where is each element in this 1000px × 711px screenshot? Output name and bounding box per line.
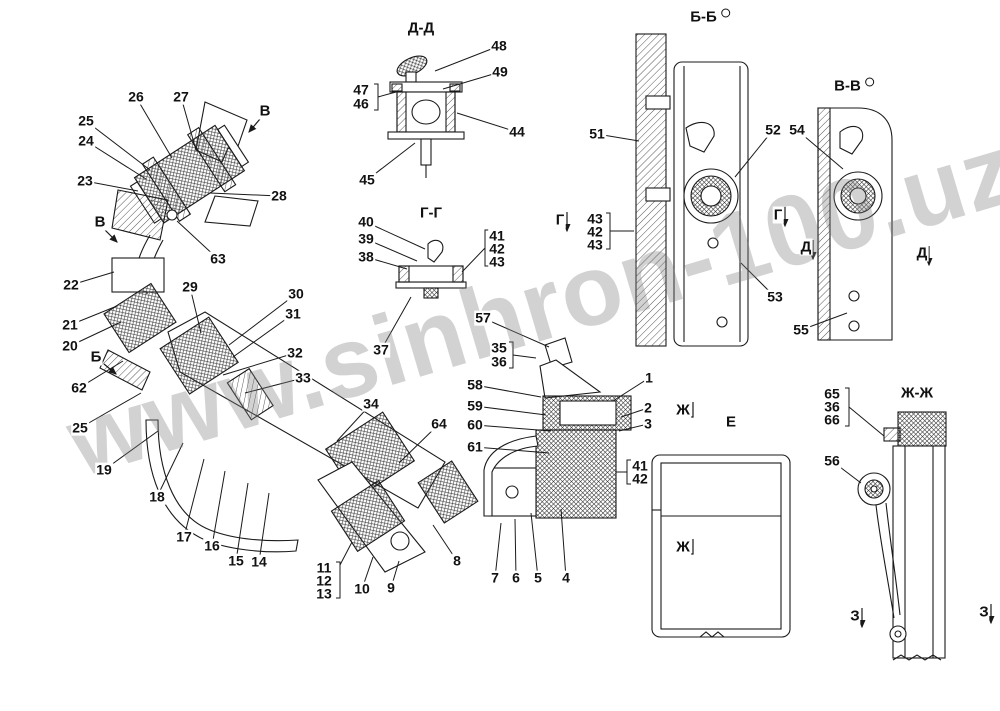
callout-51: 51 — [588, 125, 606, 142]
rotation-mark-icon — [720, 8, 730, 18]
callout-42: 42 — [631, 470, 649, 487]
callout-57: 57 — [474, 309, 492, 326]
view-label-З: З — [849, 607, 861, 625]
callout-48: 48 — [490, 37, 508, 54]
callout-20: 20 — [61, 337, 79, 354]
callout-56: 56 — [823, 452, 841, 469]
callout-25: 25 — [71, 419, 89, 436]
callout-66: 66 — [823, 411, 841, 428]
callout-33: 33 — [294, 369, 312, 386]
callout-46: 46 — [352, 95, 370, 112]
callout-39: 39 — [357, 230, 375, 247]
view-label-Д: Д — [915, 244, 929, 262]
callout-19: 19 — [95, 461, 113, 478]
callout-42: 42 — [488, 240, 506, 257]
callout-1: 1 — [644, 369, 654, 386]
view-label-Ж: Ж — [675, 538, 691, 556]
callout-17: 17 — [175, 528, 193, 545]
callout-43: 43 — [586, 236, 604, 253]
callout-16: 16 — [203, 537, 221, 554]
callout-54: 54 — [788, 121, 806, 138]
callout-38: 38 — [357, 248, 375, 265]
callout-36: 36 — [490, 353, 508, 370]
section-title-Г-Г: Г-Г — [417, 204, 445, 222]
callout-25: 25 — [77, 112, 95, 129]
callout-43: 43 — [488, 253, 506, 270]
callout-63: 63 — [209, 250, 227, 267]
callout-55: 55 — [792, 321, 810, 338]
callout-40: 40 — [357, 213, 375, 230]
view-label-З: З — [978, 603, 990, 621]
section-title-В-В: В-В — [832, 77, 876, 95]
callout-53: 53 — [766, 288, 784, 305]
callout-10: 10 — [353, 580, 371, 597]
callout-64: 64 — [430, 415, 448, 432]
callout-60: 60 — [466, 416, 484, 433]
callout-42: 42 — [586, 223, 604, 240]
callout-31: 31 — [284, 305, 302, 322]
callout-26: 26 — [127, 88, 145, 105]
callout-21: 21 — [61, 316, 79, 333]
callout-9: 9 — [386, 579, 396, 596]
callout-41: 41 — [488, 227, 506, 244]
callout-6: 6 — [511, 569, 521, 586]
callout-13: 13 — [315, 585, 333, 602]
callout-28: 28 — [270, 187, 288, 204]
callout-45: 45 — [358, 171, 376, 188]
section-title-Ж-Ж: Ж-Ж — [898, 384, 936, 402]
callout-47: 47 — [352, 81, 370, 98]
view-label-Г: Г — [772, 206, 784, 224]
callout-7: 7 — [490, 569, 500, 586]
section-title-Д-Д: Д-Д — [405, 19, 437, 37]
callout-52: 52 — [764, 121, 782, 138]
callout-32: 32 — [286, 344, 304, 361]
callout-14: 14 — [250, 553, 268, 570]
callout-5: 5 — [533, 569, 543, 586]
callout-18: 18 — [148, 488, 166, 505]
section-title-Б-Б: Б-Б — [688, 8, 732, 26]
callout-62: 62 — [70, 379, 88, 396]
view-label-Г: Г — [554, 211, 566, 229]
callout-23: 23 — [76, 172, 94, 189]
callout-29: 29 — [181, 278, 199, 295]
callout-43: 43 — [586, 210, 604, 227]
callout-4: 4 — [561, 569, 571, 586]
callout-65: 65 — [823, 385, 841, 402]
callout-22: 22 — [62, 276, 80, 293]
view-label-В: В — [258, 102, 272, 120]
callout-37: 37 — [372, 341, 390, 358]
callout-8: 8 — [452, 552, 462, 569]
view-label-Ж: Ж — [675, 401, 691, 419]
callout-41: 41 — [631, 457, 649, 474]
callout-44: 44 — [508, 123, 526, 140]
callout-2: 2 — [643, 399, 653, 416]
callout-49: 49 — [491, 63, 509, 80]
callout-58: 58 — [466, 376, 484, 393]
view-label-Д: Д — [799, 238, 813, 256]
callout-36: 36 — [823, 398, 841, 415]
callout-24: 24 — [77, 132, 95, 149]
view-label-Б: Б — [89, 348, 103, 366]
callout-61: 61 — [466, 438, 484, 455]
callout-30: 30 — [287, 285, 305, 302]
callout-12: 12 — [315, 572, 333, 589]
view-label-В: В — [93, 213, 107, 231]
rotation-mark-icon — [864, 77, 874, 87]
callout-27: 27 — [172, 88, 190, 105]
callout-59: 59 — [466, 397, 484, 414]
callout-34: 34 — [362, 395, 380, 412]
callout-3: 3 — [643, 415, 653, 432]
section-title-Е: Е — [723, 413, 739, 431]
callout-15: 15 — [227, 552, 245, 569]
